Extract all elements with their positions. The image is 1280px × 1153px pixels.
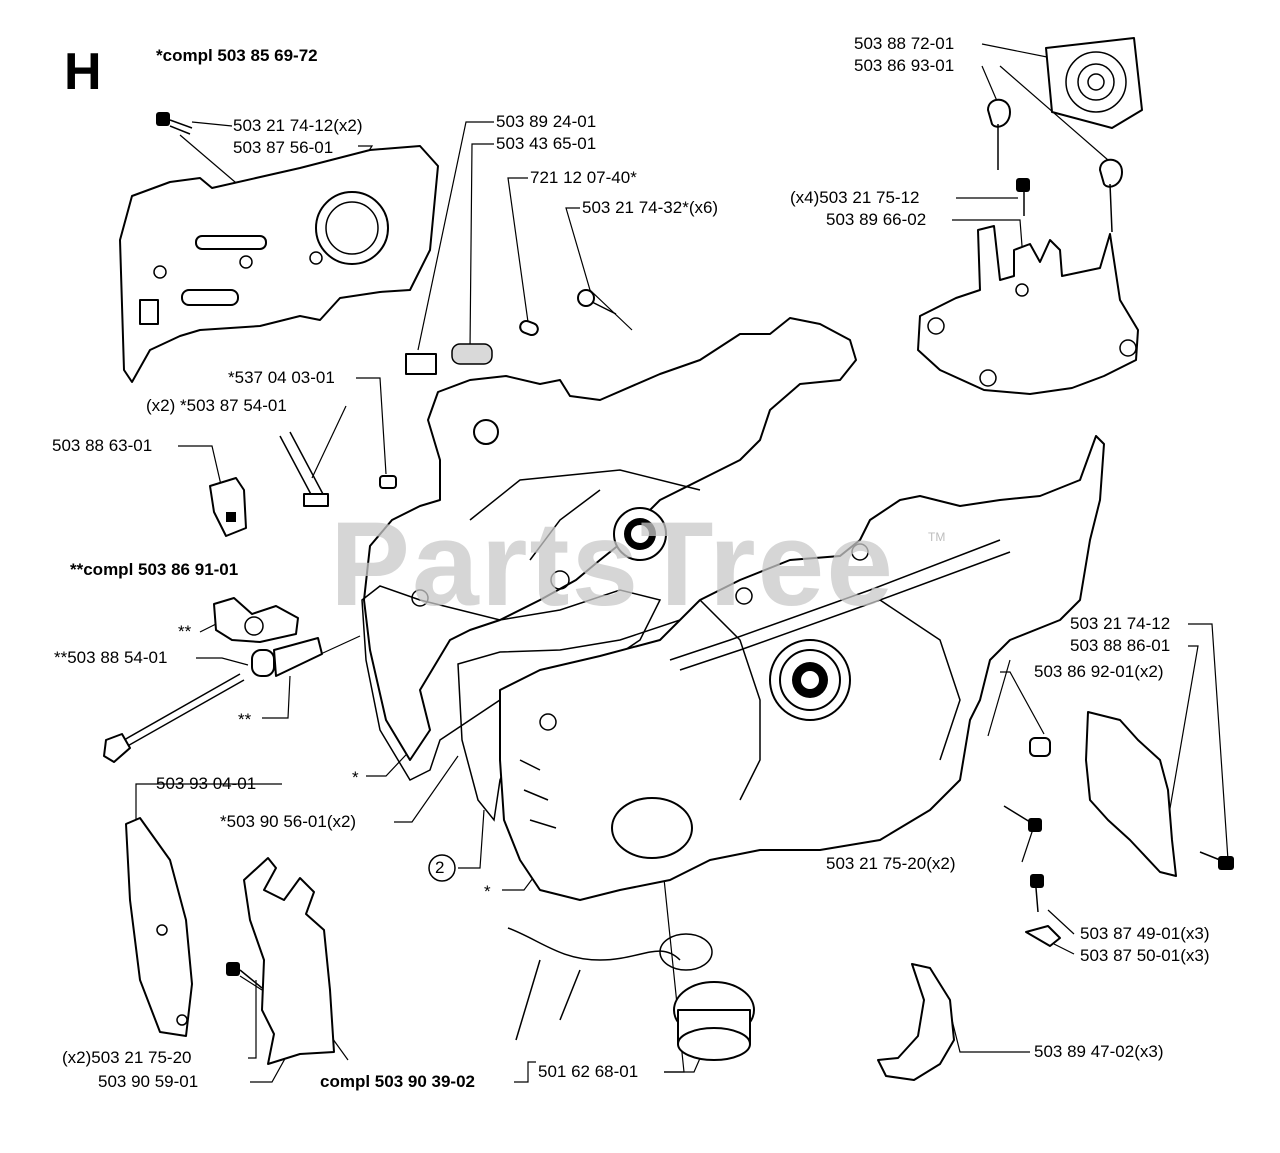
air-filter	[987, 37, 1143, 233]
label-part: 503 43 65-01	[496, 134, 597, 153]
section-letter: H	[64, 43, 102, 101]
label-part: (x4)503 21 75-12	[790, 188, 920, 207]
small-parts-top	[405, 289, 617, 375]
label-part: 503 86 93-01	[854, 56, 955, 75]
screw-cover	[156, 112, 193, 135]
label-part: 503 87 56-01	[233, 138, 334, 157]
label-part: 503 89 66-02	[826, 210, 927, 229]
label-part: **503 88 54-01	[54, 648, 168, 667]
label-part: *	[352, 768, 359, 787]
label-part: 503 88 86-01	[1070, 636, 1171, 655]
label-part: 503 86 92-01(x2)	[1034, 662, 1164, 681]
small-parts-right	[877, 711, 1234, 1081]
label-part: 503 88 72-01	[854, 34, 955, 53]
label-part: 503 93 04-01	[156, 774, 257, 793]
label-compl-2: **compl 503 86 91-01	[70, 560, 239, 579]
label-part: 503 87 49-01(x3)	[1080, 924, 1210, 943]
label-part: 503 21 75-20(x2)	[826, 854, 956, 873]
label-part: 503 21 74-32*(x6)	[582, 198, 719, 217]
fuel-cap	[507, 927, 755, 1061]
label-part: 503 87 50-01(x3)	[1080, 946, 1210, 965]
label-compl-1: *compl 503 85 69-72	[156, 46, 318, 65]
callout-number: 2	[435, 858, 445, 877]
clutch-cover	[119, 145, 439, 383]
cylinder-cover	[917, 178, 1139, 395]
small-parts-left	[209, 431, 397, 537]
label-part: **	[238, 710, 252, 729]
label-part: 503 88 63-01	[52, 436, 153, 455]
label-part: *503 90 56-01(x2)	[220, 812, 357, 831]
label-part: 503 89 24-01	[496, 112, 597, 131]
label-part: 721 12 07-40*	[530, 168, 637, 187]
crankcase-half-front	[499, 435, 1105, 901]
label-part: 501 62 68-01	[538, 1062, 639, 1081]
bumper-spike	[125, 817, 335, 1065]
label-part: *537 04 03-01	[228, 368, 335, 387]
callout-circle	[428, 854, 456, 882]
chain-tensioner	[103, 597, 323, 763]
label-compl-3: compl 503 90 39-02	[320, 1072, 475, 1091]
label-part: 503 90 59-01	[98, 1072, 199, 1091]
label-part: **	[178, 622, 192, 641]
label-part: 503 21 74-12	[1070, 614, 1171, 633]
label-part: (x2) *503 87 54-01	[146, 396, 287, 415]
watermark-trademark: TM	[928, 530, 946, 544]
watermark: PartsTree	[330, 497, 896, 631]
label-part: 503 21 74-12(x2)	[233, 116, 363, 135]
label-part: *	[484, 882, 491, 901]
label-part: (x2)503 21 75-20	[62, 1048, 192, 1067]
crankcase-half-rear	[363, 317, 857, 761]
label-part: 503 89 47-02(x3)	[1034, 1042, 1164, 1061]
